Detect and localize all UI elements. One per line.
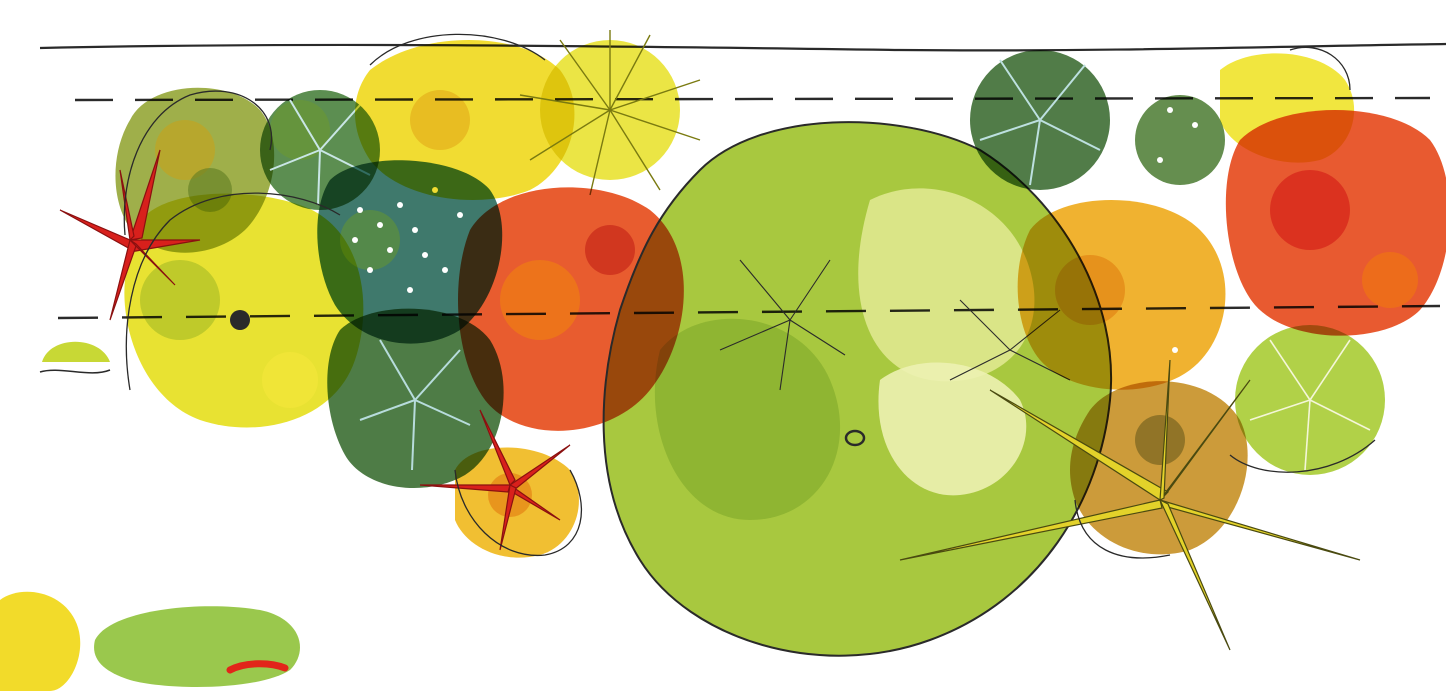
grass-light-green-right-blades (1249, 339, 1371, 471)
white-flower-dots-right (1157, 107, 1203, 353)
tree-large-canopy (603, 122, 1112, 656)
shrub-dark-mustard-right (1070, 381, 1248, 555)
shrub-teal-white-flowers (317, 160, 503, 344)
small-baseline-stroke (39, 369, 111, 374)
tree-branch-marks (719, 259, 1071, 391)
shrub-red-far-right (1225, 110, 1446, 336)
shrub-left-yellow (124, 193, 364, 428)
shrub-bottom-left-yellow (0, 591, 81, 691)
half-circle-plant (42, 341, 110, 362)
grass-dark-green-lower-blades (359, 339, 471, 471)
starfish-plant-left (59, 149, 201, 321)
grass-blue-green-blades (269, 99, 371, 206)
shrub-orange-right (1017, 200, 1226, 390)
shrub-yellow-top (355, 40, 575, 200)
spiky-yucca-right (899, 359, 1361, 651)
pencil-outlines (123, 33, 1376, 559)
upper-dashed-line (74, 96, 1431, 102)
grass-dark-green-right-blades (979, 59, 1101, 186)
shrub-bottom-left-green (94, 606, 300, 687)
tree-trunk-mark (844, 429, 866, 447)
starfish-plant-center (419, 409, 571, 551)
top-boundary-line (39, 42, 1446, 52)
spiky-yellow-grass-blades (519, 30, 701, 196)
shrub-orange-small-bottom (455, 447, 579, 558)
